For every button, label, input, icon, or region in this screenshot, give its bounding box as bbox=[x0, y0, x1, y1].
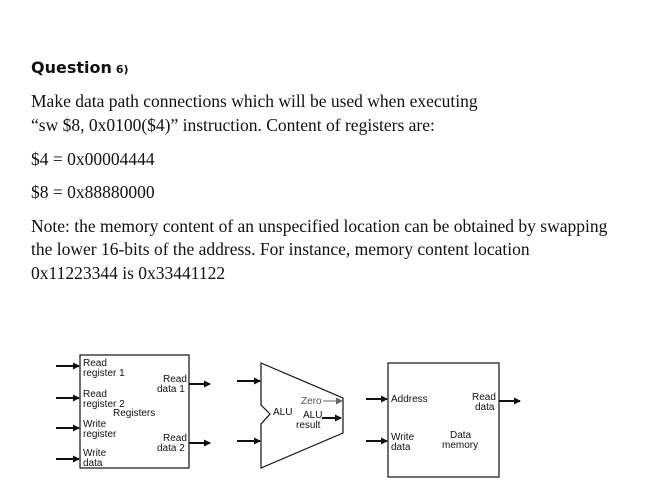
question-number: 6) bbox=[115, 63, 129, 76]
instruction-line-1: Make data path connections which will be… bbox=[31, 91, 478, 111]
read-data1-label-b: data 1 bbox=[157, 384, 185, 395]
memory-read-data-label-b: data bbox=[475, 402, 495, 413]
data-memory-box bbox=[387, 362, 500, 478]
memory-read-data-label-a: Read bbox=[472, 392, 496, 403]
write-data-label-b: data bbox=[83, 458, 103, 469]
alu-name-label: ALU bbox=[273, 407, 292, 418]
data-memory-name-label-a: Data bbox=[450, 430, 472, 441]
write-register-label-a: Write bbox=[83, 419, 107, 430]
register-file: Read register 1 Read register 2 Register… bbox=[56, 354, 211, 469]
register-file-box bbox=[79, 354, 190, 469]
read-register1-label-b: register 1 bbox=[83, 368, 125, 379]
data-memory: Address Write data Read data Data memory bbox=[366, 362, 521, 478]
read-register2-label-a: Read bbox=[83, 389, 107, 400]
data-memory-name-label-b: memory bbox=[442, 440, 478, 451]
write-data-label-a: Write bbox=[83, 448, 107, 459]
address-label: Address bbox=[391, 394, 428, 405]
note-line-3: 0x11223344 is 0x33441122 bbox=[31, 263, 226, 283]
alu-zero-label: Zero bbox=[301, 396, 322, 407]
read-data2-label-b: data 2 bbox=[157, 443, 185, 454]
read-register1-label-a: Read bbox=[83, 358, 107, 369]
question-title: Question bbox=[31, 58, 112, 77]
write-register-label-b: register bbox=[83, 429, 117, 440]
register-4-value: $4 = 0x00004444 bbox=[31, 149, 155, 169]
registers-name-label: Registers bbox=[113, 408, 155, 419]
alu-shape bbox=[260, 362, 344, 469]
memory-write-data-label-b: data bbox=[391, 442, 411, 453]
alu: Zero ALU ALU result bbox=[237, 362, 344, 469]
alu-result-label-a: ALU bbox=[303, 410, 322, 421]
memory-write-data-label-a: Write bbox=[391, 432, 415, 443]
note-line-2: the lower 16-bits of the address. For in… bbox=[31, 239, 530, 259]
register-8-value: $8 = 0x88880000 bbox=[31, 182, 155, 202]
read-register2-label-b: register 2 bbox=[83, 399, 125, 410]
instruction-line-2: “sw $8, 0x0100($4)” instruction. Content… bbox=[31, 115, 435, 135]
alu-result-label-b: result bbox=[296, 420, 321, 431]
note-line-1: Note: the memory content of an unspecifi… bbox=[31, 216, 608, 236]
read-data2-label-a: Read bbox=[163, 433, 187, 444]
read-data1-label-a: Read bbox=[163, 374, 187, 385]
